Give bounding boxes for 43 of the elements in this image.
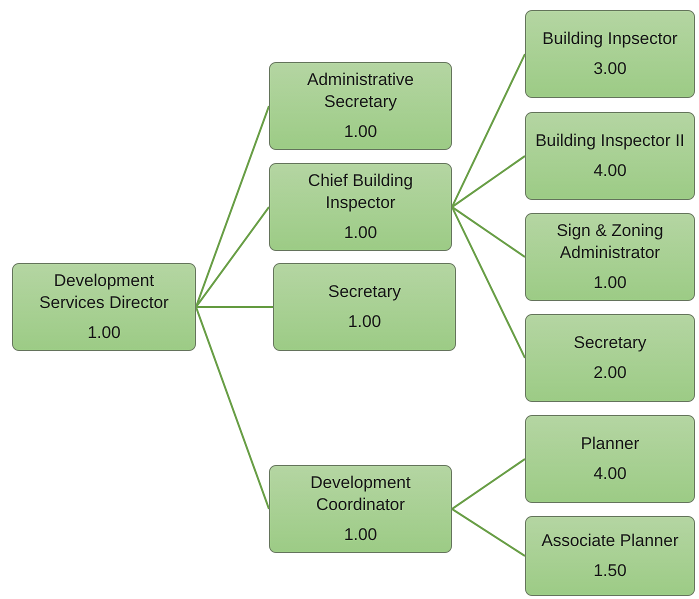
position-title: Secretary — [574, 332, 646, 354]
fte-value: 3.00 — [593, 58, 627, 80]
position-box — [525, 415, 695, 503]
connector-line — [451, 206, 526, 358]
connector-line — [196, 306, 273, 308]
position-box — [12, 263, 196, 351]
position-box — [525, 314, 695, 402]
fte-value: 1.00 — [344, 524, 378, 546]
fte-value: 1.00 — [348, 311, 382, 333]
connector-line — [195, 306, 270, 510]
connector-line — [451, 508, 526, 557]
position-box — [525, 112, 695, 200]
fte-value: 1.50 — [593, 560, 627, 582]
position-title: Planner — [580, 433, 640, 455]
connector-line — [195, 206, 270, 308]
fte-value: 1.00 — [87, 322, 121, 344]
position-title: Development Services Director — [38, 270, 170, 314]
fte-value: 1.00 — [593, 272, 627, 294]
position-title: Building Inpsector — [542, 28, 678, 50]
connector-line — [451, 458, 526, 510]
connector-line — [451, 54, 526, 208]
fte-value: 4.00 — [593, 160, 627, 182]
position-title: Administrative Secretary — [306, 69, 415, 113]
position-title: Chief Building Inspector — [307, 170, 414, 214]
position-title: Building Inspector II — [535, 130, 685, 152]
connector-line — [451, 155, 526, 208]
position-box — [269, 62, 452, 150]
position-title: Sign & Zoning Administrator — [556, 220, 664, 264]
position-box — [525, 10, 695, 98]
position-box — [525, 213, 695, 301]
connector-line — [451, 206, 526, 258]
position-box — [525, 516, 695, 596]
fte-value: 2.00 — [593, 362, 627, 384]
fte-value: 1.00 — [344, 121, 378, 143]
position-box — [269, 465, 452, 553]
position-title: Development Coordinator — [309, 472, 412, 516]
fte-value: 4.00 — [593, 463, 627, 485]
position-title: Secretary — [328, 281, 401, 303]
position-title: Associate Planner — [541, 530, 679, 552]
connector-line — [195, 106, 270, 308]
fte-value: 1.00 — [344, 222, 378, 244]
position-box — [273, 263, 456, 351]
position-box — [269, 163, 452, 251]
